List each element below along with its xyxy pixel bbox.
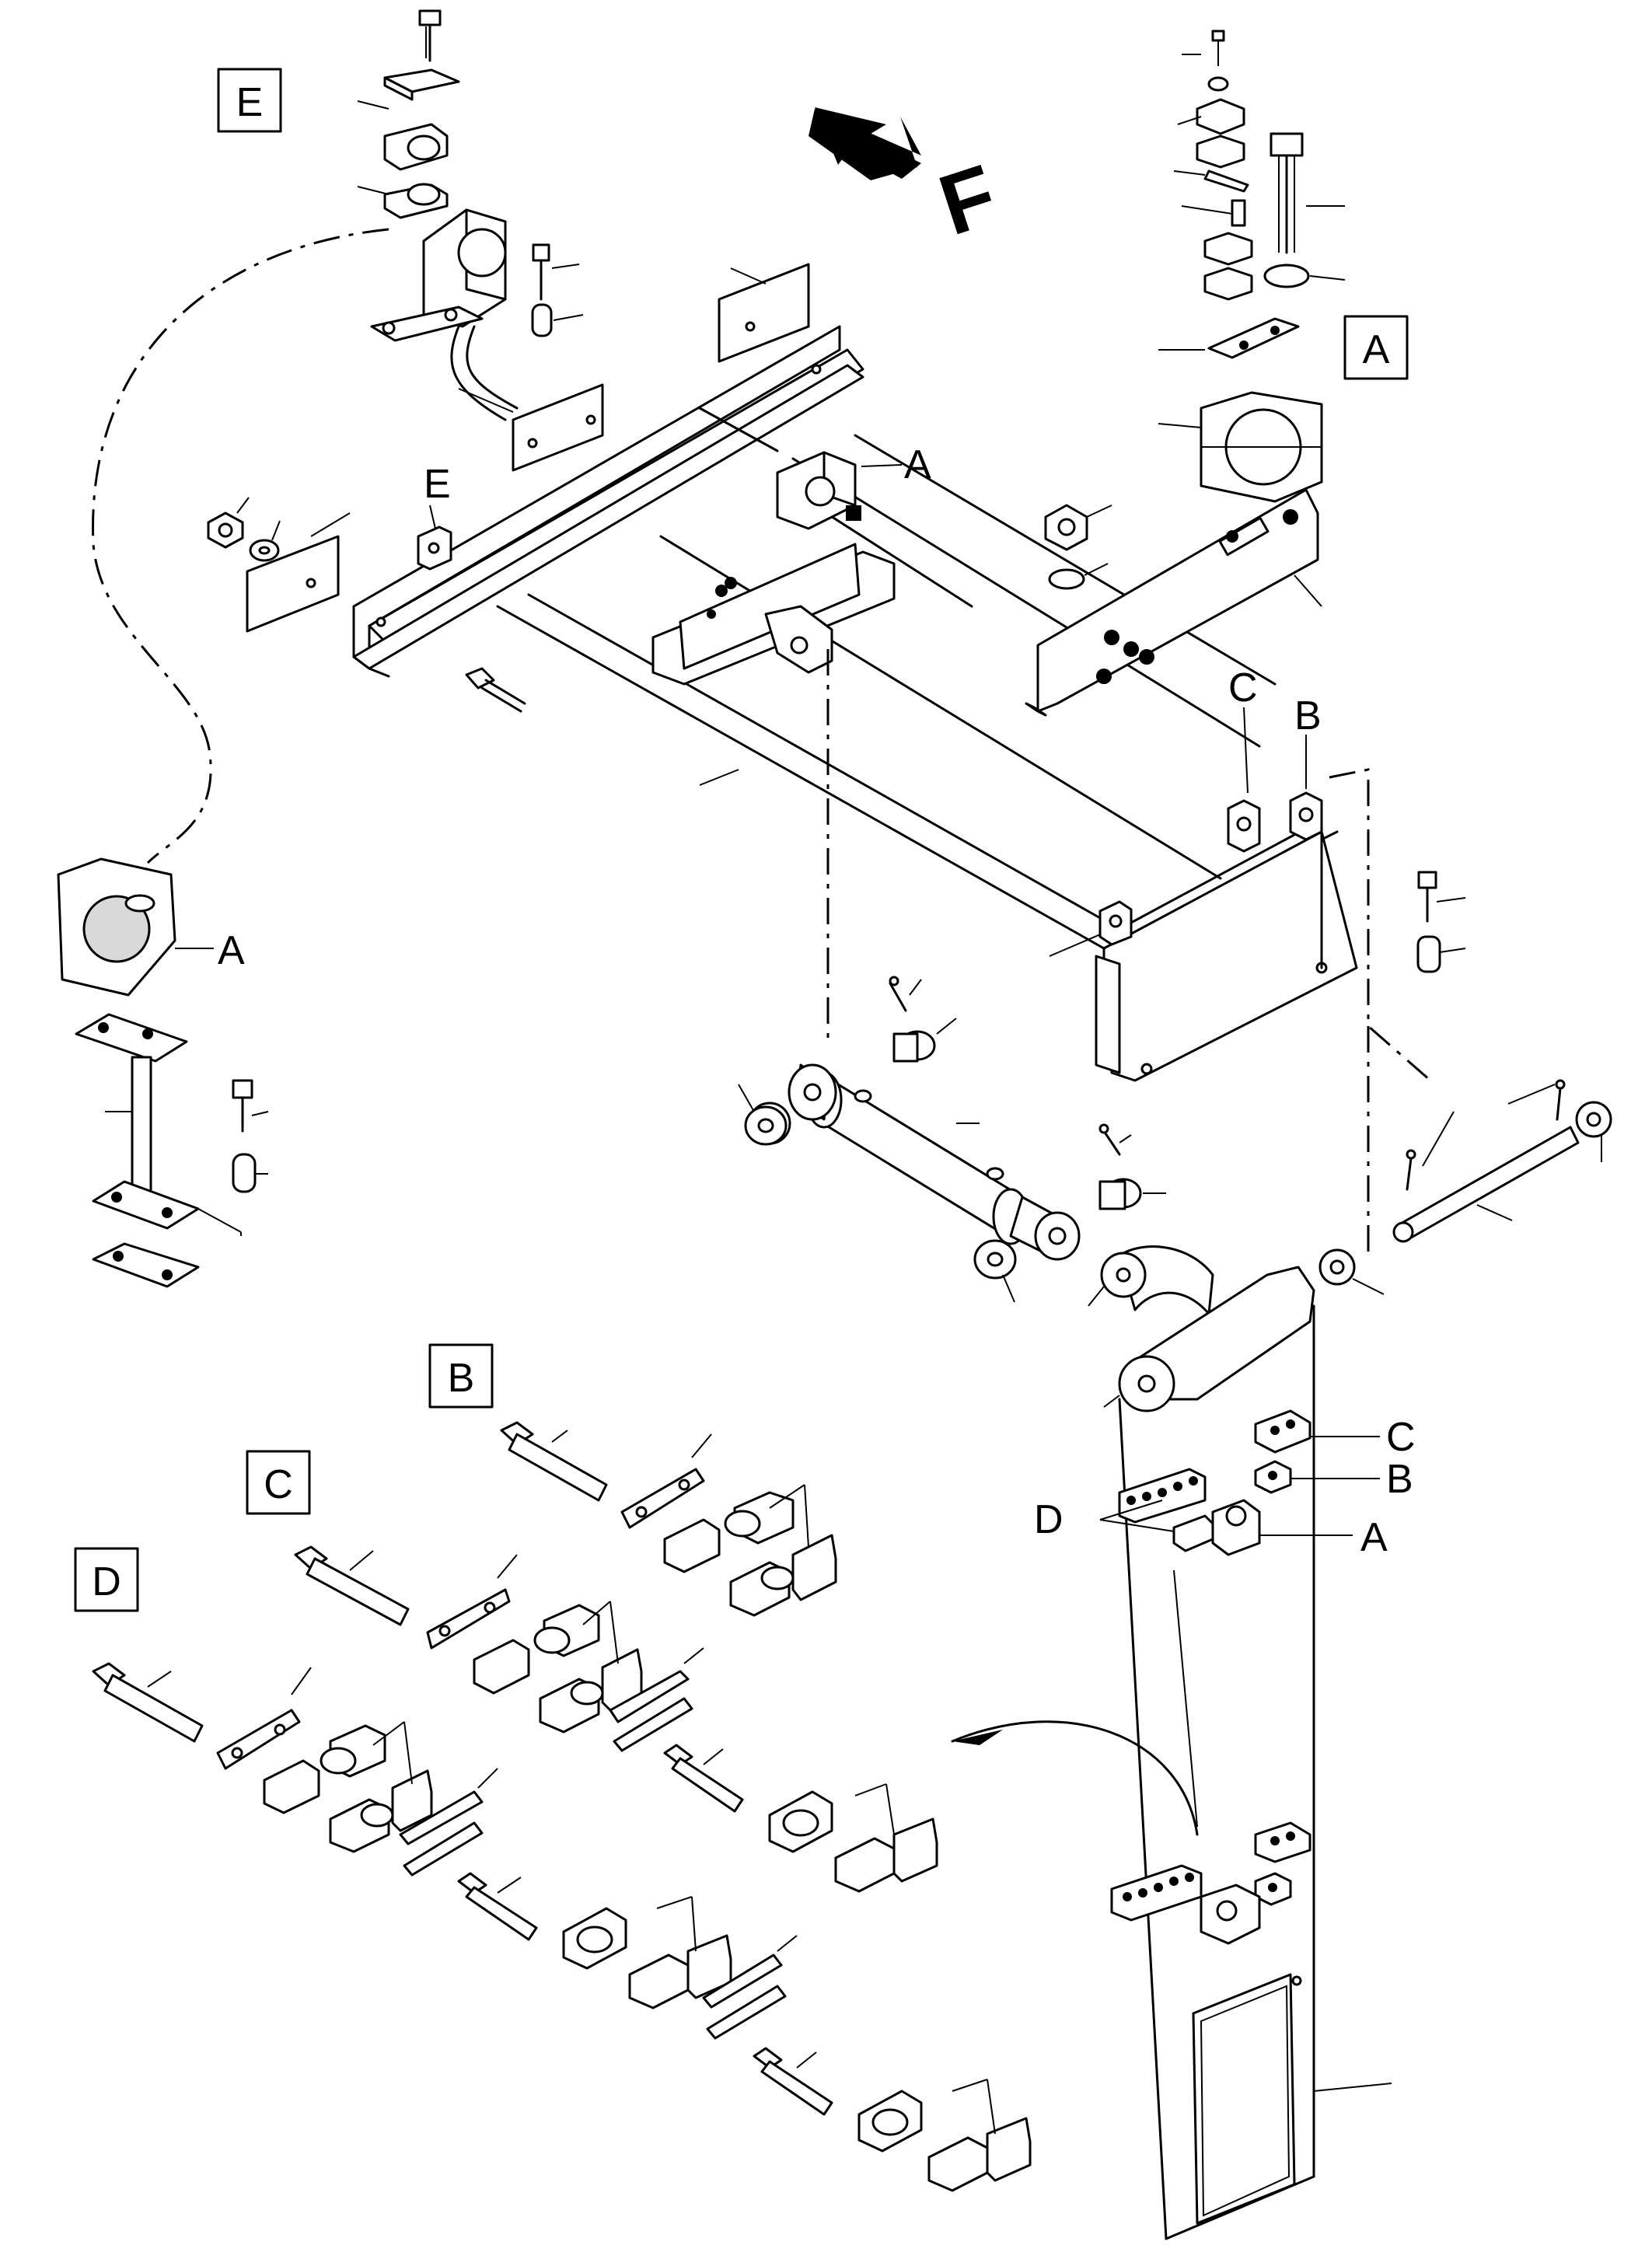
callout-a-frame: A — [904, 442, 931, 487]
boom-arm — [951, 1245, 1392, 2240]
clamp-set-c — [294, 1545, 704, 1752]
box-label-e: E — [217, 68, 282, 133]
clamp-set-b — [500, 1421, 837, 1617]
clamp-block-a-frame: A — [776, 442, 931, 530]
box-label-c: C — [246, 1450, 311, 1515]
forward-arrow-icon: F — [809, 107, 1008, 253]
nut-washer-left — [207, 497, 281, 562]
plate-left — [246, 512, 351, 633]
callout-d-boom: D — [1034, 1497, 1063, 1542]
callout-b-frame: B — [1294, 693, 1322, 738]
direction-label-f: F — [928, 147, 1008, 254]
long-pin-right — [1318, 871, 1612, 1295]
routing-line-right — [1329, 768, 1431, 1082]
svg-text:E: E — [236, 80, 264, 125]
callout-c-boom: C — [1386, 1415, 1416, 1460]
callout-b-boom: B — [1386, 1457, 1413, 1502]
bolt-spacer-top — [531, 243, 584, 337]
boom-clamps-upper: C B A D — [1034, 1409, 1416, 1560]
callout-e: E — [424, 462, 451, 507]
bolt-frame — [465, 667, 526, 713]
hydraulic-cylinder — [738, 976, 1166, 1303]
tube-stand-left — [75, 1013, 269, 1288]
box-label-d: D — [74, 1547, 139, 1612]
hydraulic-plate-right — [1025, 488, 1322, 717]
plate-middle — [458, 383, 604, 472]
callout-c-frame: C — [1228, 665, 1258, 711]
svg-text:A: A — [1363, 327, 1390, 372]
cylinder-mount — [651, 543, 896, 686]
plate-upper-right — [718, 263, 810, 363]
clamps-b-c-frame: C B — [1098, 665, 1323, 946]
box-label-b: B — [428, 1343, 494, 1409]
clamp-block-a-left: A — [57, 857, 245, 997]
clamp-stack-e — [357, 9, 519, 421]
boom-clamps-lower — [1110, 1821, 1311, 1945]
small-clamp-e: E — [417, 462, 452, 571]
svg-text:C: C — [264, 1462, 293, 1507]
box-label-a: A — [1343, 315, 1409, 380]
callout-a-left: A — [218, 928, 245, 973]
routing-line-left — [92, 228, 389, 864]
svg-text:B: B — [448, 1356, 475, 1401]
clamp-set-d — [92, 1662, 1032, 2192]
clamp-stack-a — [1158, 30, 1346, 503]
svg-text:D: D — [92, 1559, 121, 1604]
main-frame — [352, 325, 1358, 1082]
callout-a-boom: A — [1360, 1515, 1388, 1560]
